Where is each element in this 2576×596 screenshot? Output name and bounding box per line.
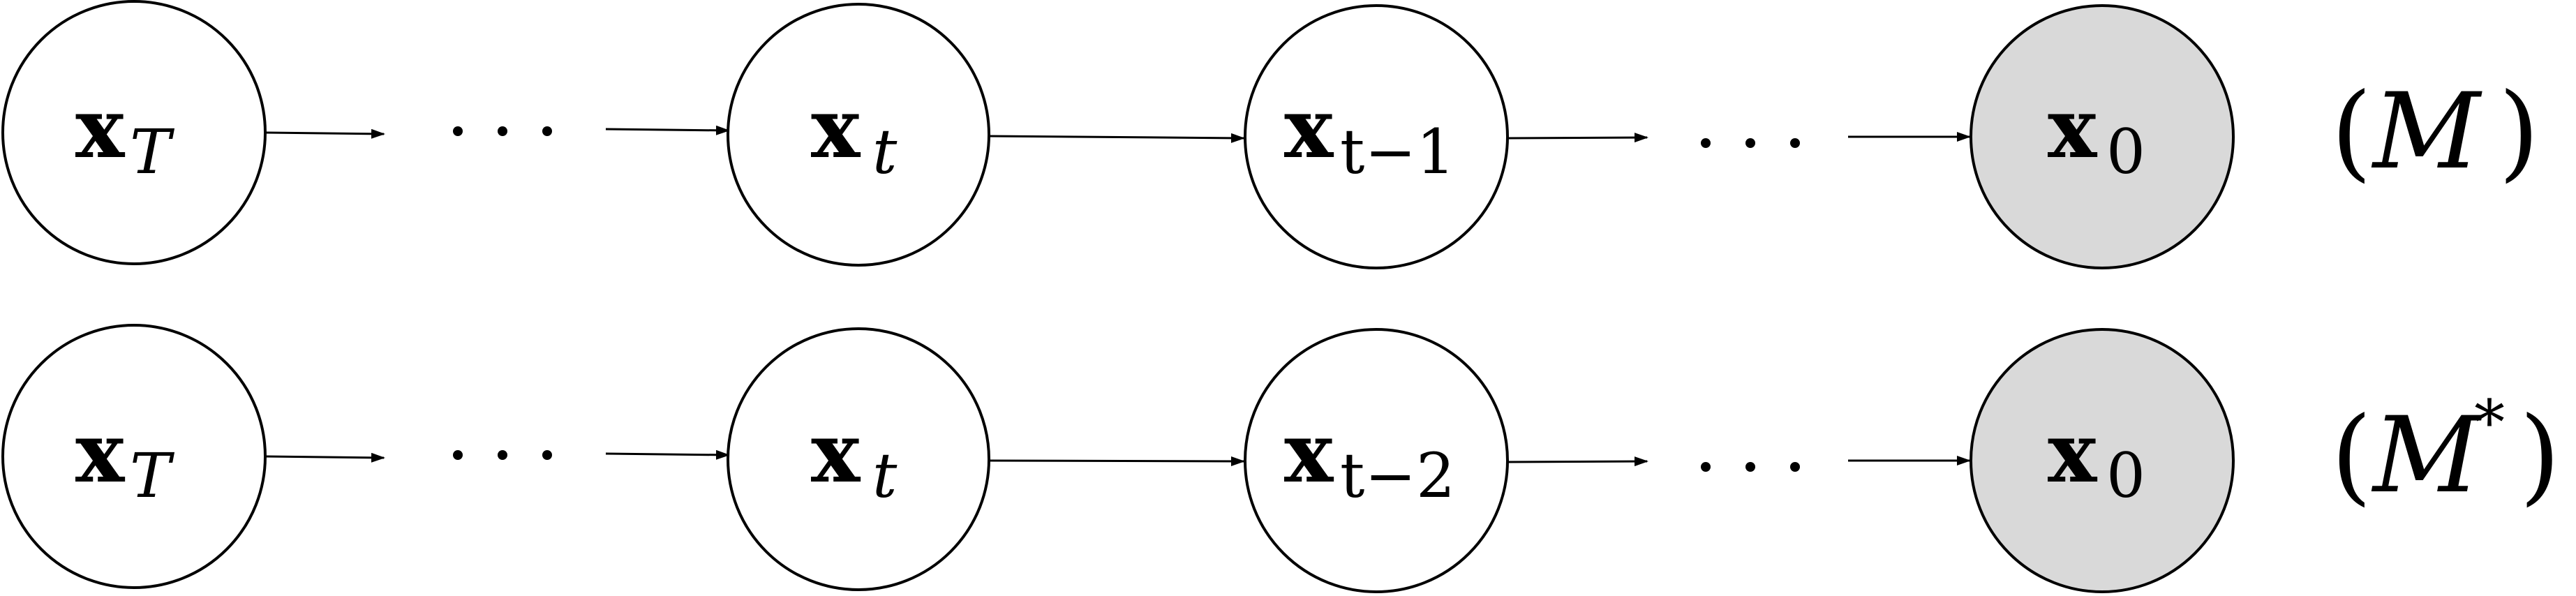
- node-base: x: [811, 80, 861, 177]
- model-label-m-star: ( M * ): [2331, 387, 2561, 516]
- node-x-t-minus-1: x t−1: [1244, 4, 1509, 269]
- edge-arrow: [1507, 456, 1648, 467]
- node-base: x: [1284, 404, 1334, 501]
- edge-arrow: [605, 449, 730, 460]
- node-base: x: [811, 404, 861, 501]
- node-x-0: x 0: [1970, 328, 2235, 593]
- edge-arrow: [988, 133, 1245, 143]
- model-label-m: ( M ): [2331, 71, 2540, 193]
- node-x-t: x t: [727, 3, 990, 267]
- node-base: x: [75, 80, 126, 177]
- node-x-t-minus-2: x t−2: [1244, 328, 1509, 593]
- label-close-paren: ): [2519, 395, 2561, 516]
- node-base: x: [1284, 80, 1334, 177]
- row-model-m-star: x T x t x t−2: [1, 324, 2561, 593]
- edge-arrow: [1507, 133, 1648, 143]
- node-base: x: [2048, 404, 2098, 501]
- label-open-paren: (: [2331, 395, 2372, 516]
- edge-arrow: [265, 452, 385, 463]
- edge-arrow: [605, 125, 730, 135]
- edge-arrow: [265, 128, 385, 139]
- node-subscript: t: [872, 440, 898, 512]
- ellipsis-dots: [1701, 138, 1800, 148]
- node-subscript: t: [872, 116, 898, 188]
- node-x-T: x T: [1, 324, 267, 589]
- row-model-m: x T x t x t−1: [1, 0, 2540, 269]
- node-subscript: 0: [2106, 440, 2145, 512]
- node-base: x: [2048, 80, 2098, 177]
- node-subscript: t−1: [1340, 116, 1455, 188]
- node-subscript: T: [130, 116, 175, 188]
- label-close-paren: ): [2499, 71, 2540, 193]
- label-suffix: *: [2474, 387, 2505, 459]
- node-x-T: x T: [1, 0, 267, 265]
- node-subscript: 0: [2106, 116, 2145, 188]
- ellipsis-dots: [453, 450, 552, 460]
- node-subscript: t−2: [1340, 440, 1455, 512]
- node-x-0: x 0: [1970, 4, 2235, 269]
- label-open-paren: (: [2331, 71, 2372, 193]
- ellipsis-dots: [1701, 462, 1800, 472]
- ellipsis-dots: [453, 126, 552, 136]
- label-symbol: M: [2371, 395, 2482, 516]
- node-x-t: x t: [727, 327, 990, 591]
- node-base: x: [75, 404, 126, 501]
- node-subscript: T: [130, 440, 175, 512]
- label-symbol: M: [2371, 71, 2482, 193]
